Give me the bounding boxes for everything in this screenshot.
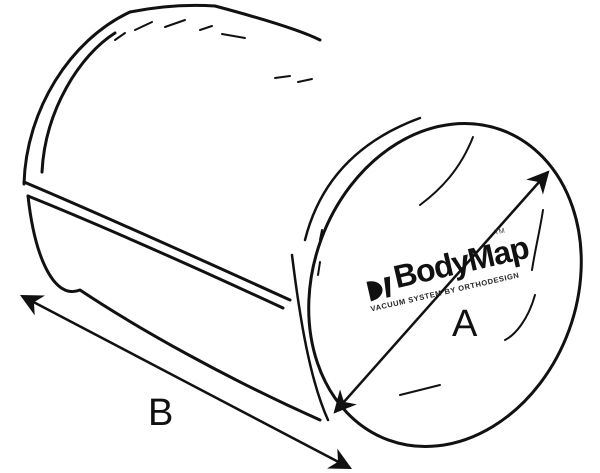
dimension-a-label: A bbox=[452, 303, 478, 345]
sketch-hatching bbox=[114, 19, 544, 396]
dimension-b-label: B bbox=[148, 392, 174, 434]
dimension-a-arrow bbox=[333, 170, 550, 414]
bodymap-mark-icon bbox=[366, 276, 391, 302]
dimension-b-arrow bbox=[20, 294, 352, 470]
bodymap-logo: BodyMap TM VACUUM SYSTEM BY ORTHODESIGN bbox=[359, 223, 532, 327]
